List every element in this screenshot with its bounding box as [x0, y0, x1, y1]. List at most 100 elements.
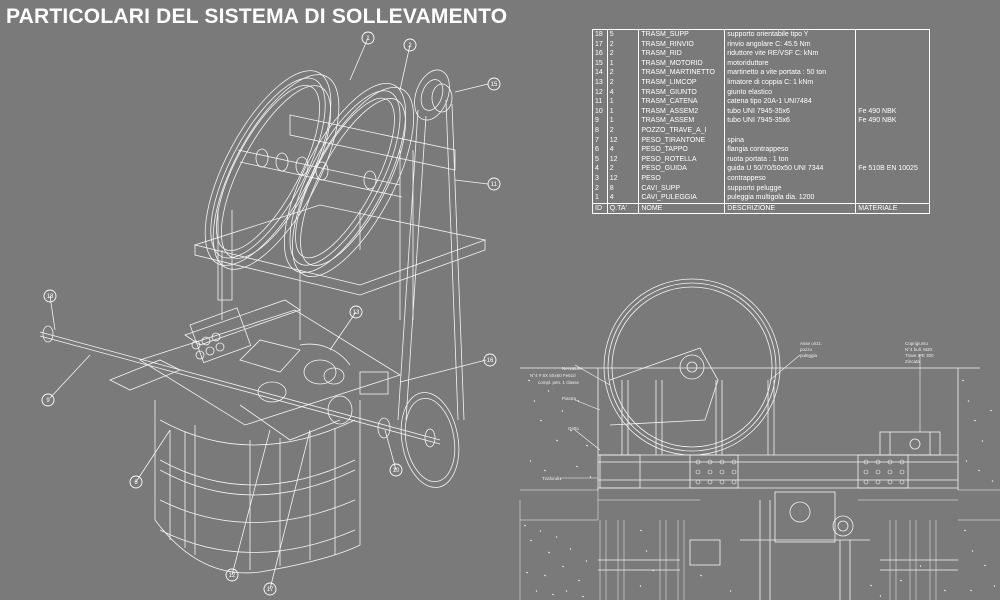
bom-cell-name: POZZO_TRAVE_A_I: [638, 125, 726, 136]
bom-cell-qty: 2: [607, 68, 640, 78]
bom-cell-description: tubo UNI 7945-35x6: [724, 116, 857, 126]
callout-circle-2: [403, 38, 417, 52]
bolt-patterns: [695, 459, 905, 485]
bom-cell-qty: 5: [607, 29, 640, 40]
bom-cell-qty: 4: [607, 193, 640, 204]
bom-cell-material: [856, 136, 930, 146]
callout-circle-16: [483, 353, 497, 367]
callout-circle-11: [487, 177, 501, 191]
bom-cell-description: rinvio angolare C: 45.5 Nm: [724, 39, 857, 50]
bom-cell-name: PESO_TAPPO: [638, 145, 726, 155]
callout-circle-9: [41, 393, 55, 407]
section-label-right-2: Trave IPE 300: [905, 353, 934, 358]
bom-cell-name: TRASM_MOTORID: [638, 58, 726, 69]
bom-cell-material: [856, 155, 930, 165]
bom-cell-description: contrappeso: [724, 173, 857, 184]
bom-cell-description: riduttore vite RE/VSF C: kNm: [724, 49, 857, 59]
bom-cell-description: limatore di coppia C: 1 kNm: [724, 77, 857, 88]
pulley-left: [204, 70, 340, 270]
bom-cell-qty: 12: [607, 135, 640, 146]
bom-cell-description: puleggia multigola dia. 1200: [724, 193, 857, 204]
bom-cell-description: [724, 125, 857, 136]
bom-cell-qty: 1: [607, 116, 640, 126]
bom-cell-material: [856, 145, 930, 155]
bom-cell-material: [856, 68, 930, 78]
section-label-left-3: Piastra: [562, 396, 577, 401]
bom-cell-qty: 2: [607, 164, 640, 174]
support-frame: [193, 114, 487, 340]
bom-cell-name: TRASM_GIUNTO: [638, 87, 726, 98]
bom-cell-description: catena tipo 20A-1 UNI7484: [724, 97, 857, 107]
bom-cell-material: [856, 30, 930, 40]
callout-label-13: 13: [353, 310, 360, 316]
bom-cell-description: tubo UNI 7945-35x6: [724, 106, 857, 117]
bom-cell-material: [856, 40, 930, 50]
bom-cell-material: [856, 88, 930, 98]
section-leaders: [560, 354, 921, 479]
bom-cell-material: [856, 59, 930, 69]
bom-header-description: DESCRIZIONE: [724, 202, 857, 214]
callout-circle-12: [225, 568, 239, 582]
callout-label-2: 2: [408, 43, 412, 49]
bom-cell-qty: 1: [607, 58, 640, 69]
cross-section: [519, 278, 1000, 600]
bom-cell-id: 4: [592, 164, 608, 174]
section-label-mid-0: Asse orizz.: [800, 341, 822, 346]
page-title: PARTICOLARI DEL SISTEMA DI SOLLEVAMENTO: [6, 5, 508, 28]
pulley-shaft: [237, 148, 403, 198]
bom-cell-name: TRASM_LIMCOP: [638, 77, 726, 88]
bom-cell-qty: 12: [607, 154, 640, 165]
bom-cell-material: [856, 97, 930, 107]
bom-cell-description: giunto elastico: [724, 87, 857, 98]
bom-cell-id: 14: [592, 68, 608, 78]
section-frame: [520, 367, 980, 490]
bom-cell-name: TRASM_SUPP: [638, 29, 726, 40]
bom-cell-material: [856, 78, 930, 88]
callout-label-15: 15: [491, 82, 498, 88]
callout-circle-6: [129, 475, 143, 489]
callout-circle-10: [389, 463, 403, 477]
section-label-mid-2: puleggia: [800, 353, 818, 358]
bom-cell-description: guida U 50/70/50x50 UNI 7344: [724, 164, 857, 174]
callout-circle-1: [361, 31, 375, 45]
bom-cell-id: 12: [592, 87, 608, 98]
callout-label-17: 17: [267, 587, 274, 593]
callout-label-9: 9: [46, 398, 50, 404]
bom-cell-description: spina: [724, 135, 857, 146]
bom-cell-qty: 2: [607, 125, 640, 136]
bom-cell-material: [856, 126, 930, 136]
callout-circle-15: [487, 77, 501, 91]
bom-cell-material: Fe 490 NBK: [858, 117, 897, 125]
bom-cell-qty: 4: [607, 87, 640, 98]
bom-cell-material: Fe 510B EN 10025: [858, 165, 918, 173]
bom-cell-id: 9: [592, 116, 608, 126]
bom-cell-id: 6: [592, 145, 608, 155]
section-label-left-2: compl. pen. 1 classe: [538, 380, 580, 385]
counterweight-cylinder: [154, 400, 361, 574]
bom-cell-material: Fe 490 NBK: [858, 107, 897, 115]
isometric-assembly: [39, 37, 489, 590]
bom-cell-id: 13: [592, 77, 608, 88]
bom-cell-id: 8: [592, 125, 608, 136]
section-label-right-1: N°4 bull. M20: [905, 347, 933, 352]
bom-cell-material: [856, 49, 930, 59]
drive-platform: [109, 299, 401, 441]
bom-cell-id: 2: [592, 183, 608, 194]
bom-cell-name: TRASM_MARTINETTO: [638, 68, 726, 78]
bom-header-id: ID: [592, 202, 608, 214]
pulley-right: [283, 83, 415, 277]
callout-circle-13: [349, 305, 363, 319]
